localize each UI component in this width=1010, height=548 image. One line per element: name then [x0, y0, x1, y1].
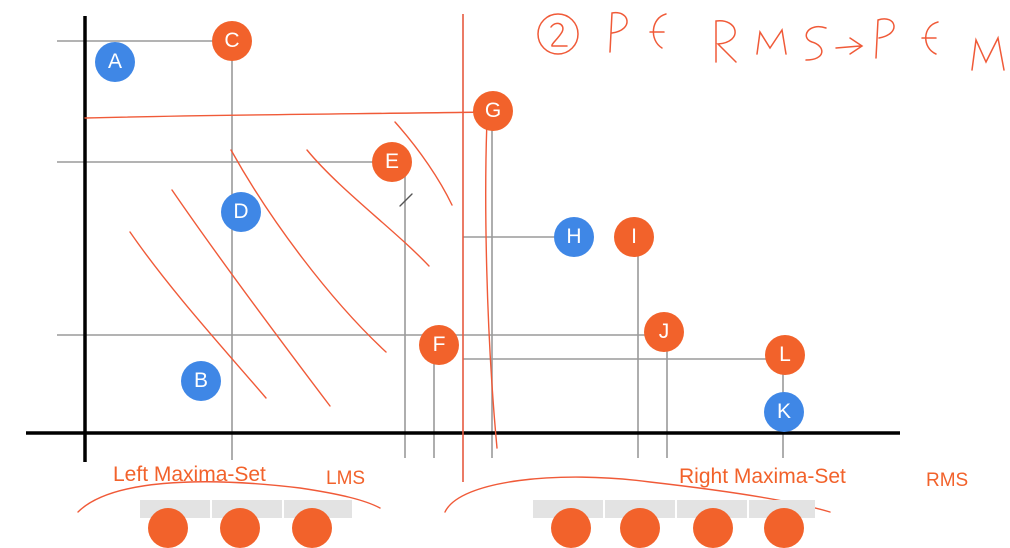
left-array-item — [220, 508, 260, 548]
point-i[interactable]: I — [614, 217, 654, 257]
right-maxima-set-label: Right Maxima-Set — [679, 465, 846, 488]
left-maxima-set-label: Left Maxima-Set — [113, 463, 266, 486]
point-l[interactable]: L — [765, 335, 805, 375]
hand-annotations — [77, 12, 1005, 513]
point-h[interactable]: H — [554, 217, 594, 257]
point-b[interactable]: B — [181, 361, 221, 401]
point-k[interactable]: K — [764, 392, 804, 432]
rms-label: RMS — [926, 470, 969, 491]
point-d[interactable]: D — [221, 192, 261, 232]
right-array-item — [620, 508, 660, 548]
pencil-cursor-icon — [399, 193, 413, 207]
handwritten-note — [537, 12, 1005, 71]
lms-label: LMS — [326, 468, 366, 489]
left-array-item — [148, 508, 188, 548]
point-g[interactable]: G — [473, 91, 513, 131]
point-e[interactable]: E — [372, 142, 412, 182]
right-array-item — [551, 508, 591, 548]
point-c[interactable]: C — [212, 21, 252, 61]
right-array-item — [764, 508, 804, 548]
point-j[interactable]: J — [644, 312, 684, 352]
right-array-item — [693, 508, 733, 548]
left-array-item — [292, 508, 332, 548]
diagram-canvas — [26, 12, 1005, 513]
guide-lines — [57, 40, 785, 460]
point-a[interactable]: A — [95, 42, 135, 82]
point-f[interactable]: F — [419, 325, 459, 365]
